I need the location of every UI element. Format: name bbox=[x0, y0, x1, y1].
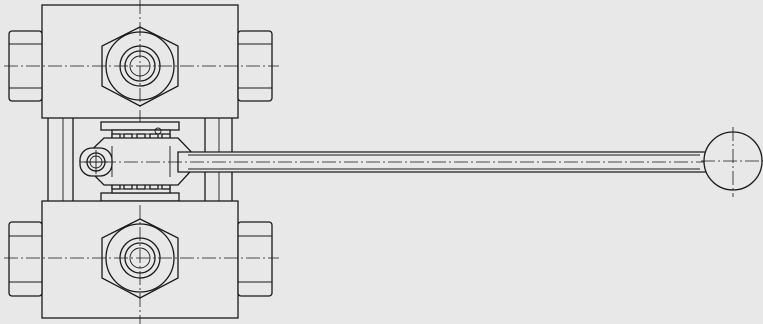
lower-right-port-nut bbox=[237, 221, 273, 297]
gland-plate-bottom bbox=[100, 192, 180, 202]
upper-valve-body bbox=[4, 0, 279, 122]
gland-plate-top bbox=[100, 121, 180, 131]
lower-left-port-nut bbox=[8, 221, 43, 297]
lower-valve-body bbox=[4, 200, 279, 324]
handle-lever bbox=[80, 127, 763, 197]
middle-stem-section bbox=[47, 118, 233, 202]
handle-hub bbox=[79, 127, 201, 194]
